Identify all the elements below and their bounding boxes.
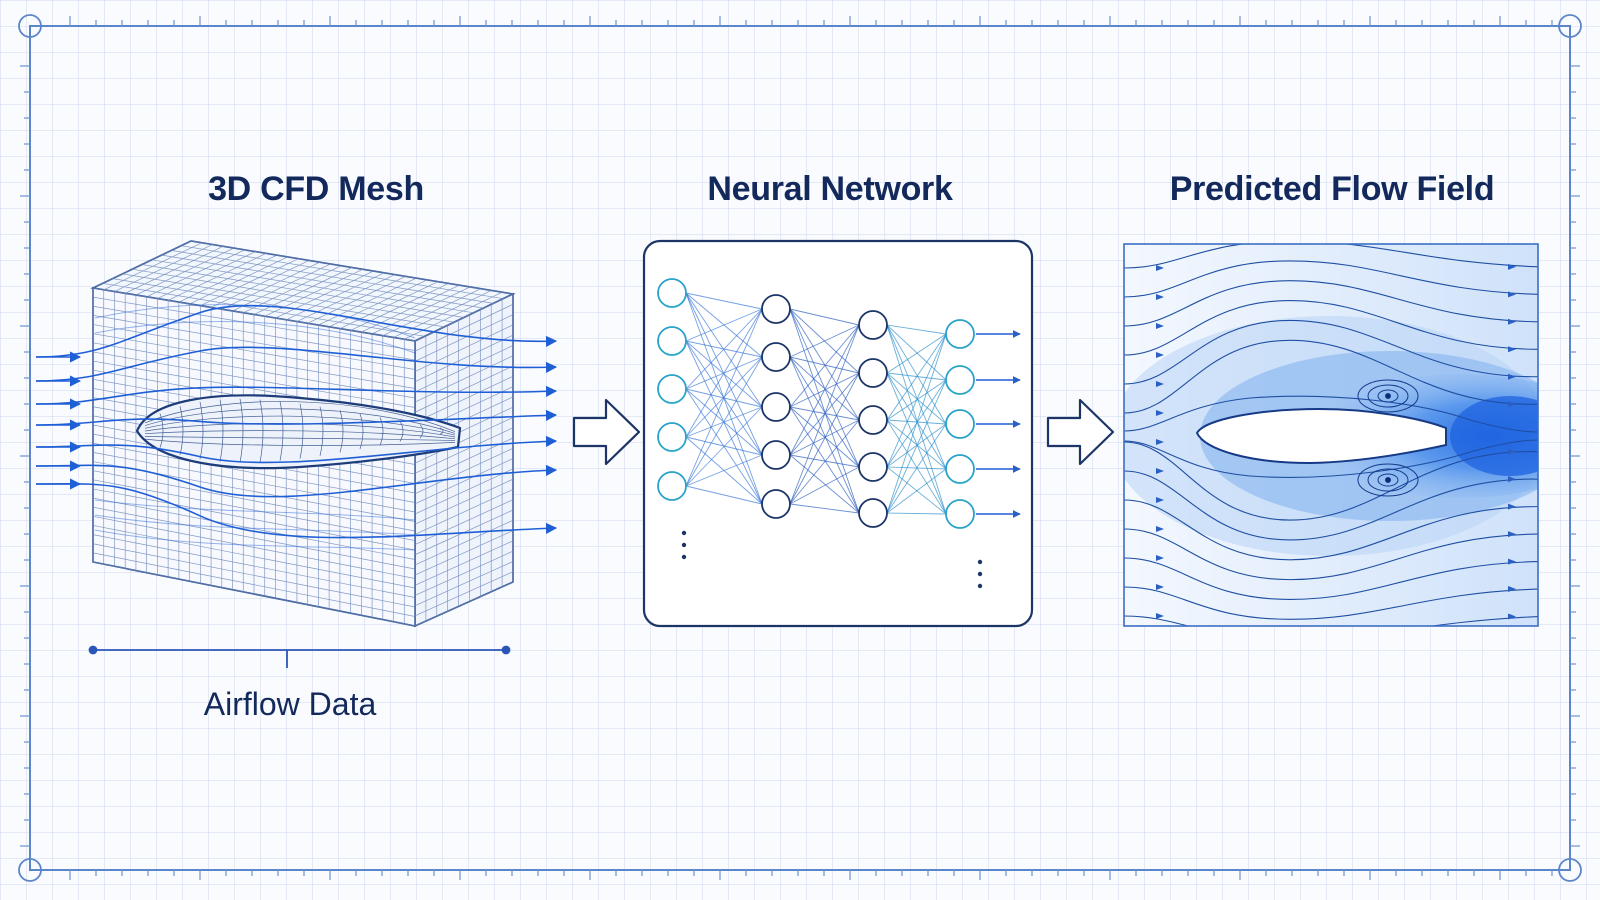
network-edge [886, 372, 947, 515]
network-node [858, 405, 888, 435]
network-node [761, 489, 791, 519]
network-edge [886, 419, 947, 470]
network-edge [789, 308, 860, 514]
network-edge [886, 372, 947, 470]
network-edge [886, 324, 947, 515]
network-edge [886, 468, 947, 514]
network-edge [685, 356, 763, 487]
network-node [858, 358, 888, 388]
network-edge [886, 372, 947, 425]
network-node [858, 452, 888, 482]
network-edge [685, 308, 763, 487]
network-edge [789, 308, 860, 326]
panel-title-cfd-mesh: 3D CFD Mesh [208, 170, 424, 208]
network-node [858, 498, 888, 528]
network-node [657, 422, 687, 452]
network-edge [789, 419, 860, 456]
network-edge [685, 308, 763, 342]
network-edge [886, 512, 947, 515]
network-edge [789, 356, 860, 514]
network-edge [789, 466, 860, 505]
network-edge [789, 503, 860, 514]
network-node [945, 319, 975, 349]
network-edge [789, 454, 860, 514]
network-edge [685, 454, 763, 487]
process-arrow-icon [1046, 398, 1115, 466]
airfoil-body [135, 394, 462, 470]
network-edge [789, 324, 860, 456]
network-node [761, 294, 791, 324]
network-edge [789, 308, 860, 421]
network-edge [789, 419, 860, 505]
network-edge [789, 356, 860, 468]
flow-field-panel [1123, 243, 1539, 627]
cfd-mesh-box [35, 240, 558, 668]
panel-title-flow-field: Predicted Flow Field [1169, 170, 1495, 208]
network-node [761, 440, 791, 470]
network-edge [789, 356, 860, 374]
network-edge [685, 485, 763, 505]
network-node [945, 499, 975, 529]
network-edge [886, 423, 947, 514]
network-edge [886, 419, 947, 515]
network-node [657, 471, 687, 501]
vortex-icon [1357, 379, 1419, 497]
network-edge [789, 372, 860, 505]
network-edge [685, 292, 763, 310]
network-node [858, 310, 888, 340]
network-edge [886, 324, 947, 381]
network-edge [789, 406, 860, 514]
neural-network-panel [642, 239, 1034, 628]
network-edge [789, 356, 860, 421]
network-edge [789, 454, 860, 468]
ellipsis-icon [681, 530, 983, 589]
network-edge [789, 324, 860, 505]
network-node [945, 365, 975, 395]
network-node [657, 278, 687, 308]
airfoil-body [1195, 407, 1447, 465]
network-edge [886, 333, 947, 514]
network-edge [685, 340, 763, 408]
process-arrow-icon [572, 398, 641, 466]
network-edge [886, 333, 947, 421]
network-node [761, 342, 791, 372]
network-edge [685, 308, 763, 438]
network-node [657, 374, 687, 404]
network-edge [685, 292, 763, 408]
network-edge [886, 379, 947, 514]
network-node [761, 392, 791, 422]
network-edge [886, 324, 947, 470]
corner-circle-icon [18, 14, 1582, 882]
network-node [657, 326, 687, 356]
network-node [945, 454, 975, 484]
network-edge [886, 324, 947, 335]
panel-title-neural-network: Neural Network [707, 170, 953, 208]
network-edge [886, 419, 947, 425]
network-edge [886, 324, 947, 425]
network-edge [685, 406, 763, 487]
network-node [945, 409, 975, 439]
network-edge [886, 333, 947, 468]
network-edge [789, 324, 860, 358]
network-edge [886, 333, 947, 374]
network-edge [789, 324, 860, 408]
network-edge [685, 308, 763, 390]
airflow-data-label: Airflow Data [203, 686, 377, 722]
blueprint-frame [18, 14, 1582, 882]
airflow-bracket [88, 645, 511, 668]
